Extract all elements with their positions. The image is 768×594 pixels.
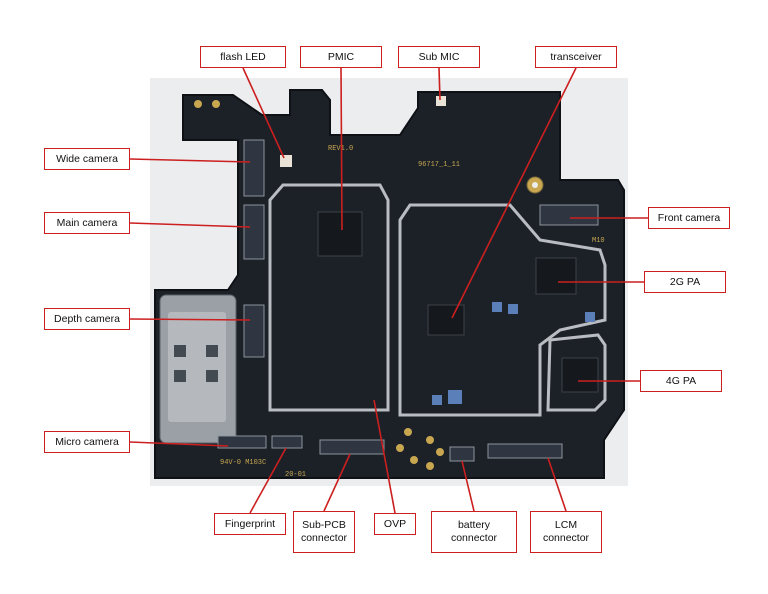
main-camera-connector <box>243 204 265 260</box>
label-flash-led: flash LED <box>200 46 286 68</box>
battery-connector-component <box>449 446 475 462</box>
label-sub-mic: Sub MIC <box>398 46 480 68</box>
callout-pmic <box>340 67 343 231</box>
sub-pcb-connector-component <box>319 439 385 455</box>
label-wide-camera: Wide camera <box>44 148 130 170</box>
label-2g-pa: 2G PA <box>644 271 726 293</box>
mounting-hole <box>194 100 202 108</box>
callout-micro-camera <box>129 441 229 447</box>
pa-4g-chip <box>561 357 599 393</box>
flash-led-component <box>280 155 292 167</box>
mounting-hole <box>212 100 220 108</box>
label-depth-camera: Depth camera <box>44 308 130 330</box>
label-micro-camera: Micro camera <box>44 431 130 453</box>
label-lcm-connector: LCM connector <box>530 511 602 553</box>
test-pad <box>396 444 404 452</box>
transceiver-chip <box>427 304 465 336</box>
sim-contact <box>174 345 186 357</box>
callout-main-camera <box>129 222 251 228</box>
shield-frame-middle <box>398 203 607 417</box>
label-battery-connector: battery connector <box>431 511 517 553</box>
sim-tray-inner <box>168 312 226 422</box>
label-ovp: OVP <box>374 513 416 535</box>
callout-lcm <box>547 457 567 512</box>
lcm-connector-component <box>487 443 563 459</box>
test-pad <box>436 448 444 456</box>
depth-camera-connector <box>243 304 265 358</box>
fingerprint-connector <box>271 435 303 449</box>
callout-lines <box>129 67 648 514</box>
front-camera-connector <box>539 204 599 226</box>
label-fingerprint: Fingerprint <box>214 513 286 535</box>
callout-fingerprint <box>249 447 287 514</box>
sim-contact <box>206 345 218 357</box>
component-blue <box>448 390 462 404</box>
micro-camera-connector <box>217 435 267 449</box>
test-pad <box>410 456 418 464</box>
sub-mic-component <box>436 96 446 106</box>
shield-frame-right <box>546 333 607 412</box>
label-main-camera: Main camera <box>44 212 130 234</box>
callout-sub-pcb <box>323 453 351 512</box>
pmic-chip <box>317 211 363 257</box>
test-pad <box>426 462 434 470</box>
callout-wide-camera <box>129 158 251 163</box>
board-rev-marking: REV1.0 <box>328 145 353 153</box>
test-pad <box>404 428 412 436</box>
callout-depth-camera <box>129 318 251 321</box>
label-pmic: PMIC <box>300 46 382 68</box>
label-4g-pa: 4G PA <box>640 370 722 392</box>
label-front-camera: Front camera <box>648 207 730 229</box>
callout-ovp <box>373 399 396 514</box>
test-pad <box>426 436 434 444</box>
sim-contact <box>206 370 218 382</box>
board-side-marking: M10 <box>592 237 605 245</box>
component-blue <box>432 395 442 405</box>
board-code-marking: 96717_1_11 <box>418 161 460 169</box>
label-sub-pcb-connector: Sub-PCB connector <box>293 511 355 553</box>
wide-camera-connector <box>243 139 265 197</box>
shield-frame-left <box>268 183 390 412</box>
component-blue <box>492 302 502 312</box>
callout-sub-mic <box>438 67 441 101</box>
label-transceiver: transceiver <box>535 46 617 68</box>
component-blue <box>508 304 518 314</box>
callout-transceiver <box>451 67 577 319</box>
sim-contact <box>174 370 186 382</box>
callout-battery <box>461 460 475 512</box>
board-bottom-code: 20-01 <box>285 471 306 479</box>
mounting-hole <box>532 182 538 188</box>
board-bottom-text: 94V-0 M103C <box>220 459 266 467</box>
component-blue <box>585 312 595 322</box>
callout-flash-led <box>242 67 285 159</box>
pa-2g-chip <box>535 257 577 295</box>
